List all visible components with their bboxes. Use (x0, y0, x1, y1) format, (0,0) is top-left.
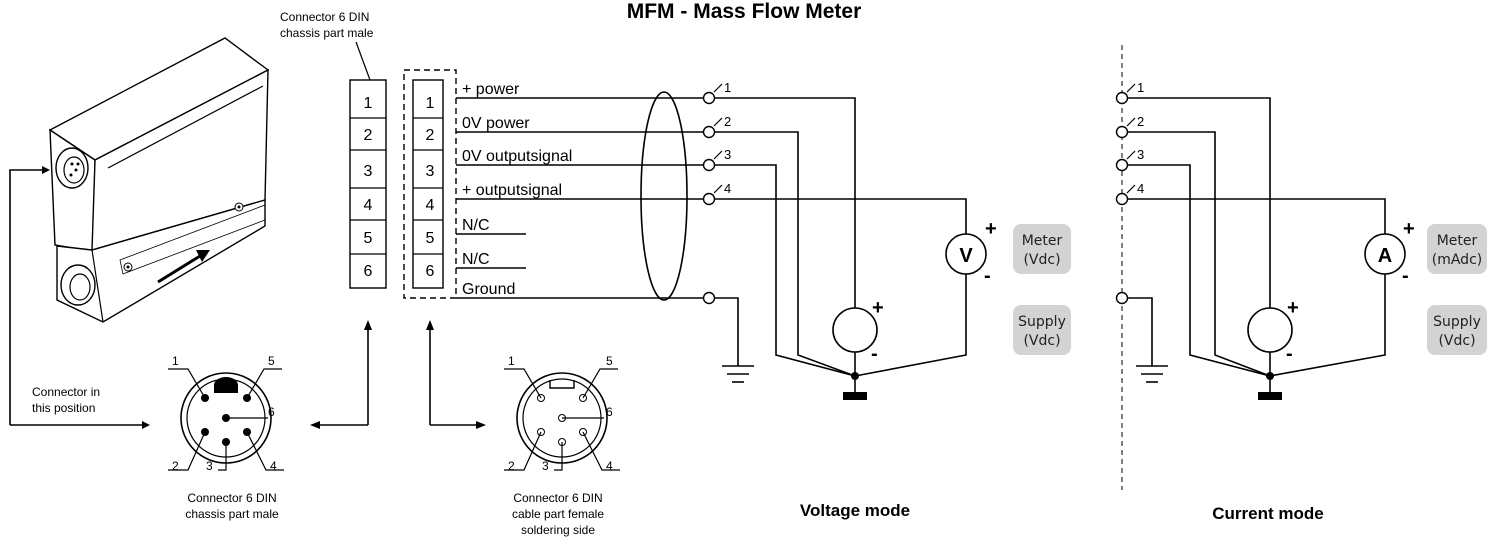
v-supply-minus: - (871, 343, 878, 365)
cable-pin-block: 1 2 3 4 5 6 (403, 69, 457, 299)
current-mode-circuit (1115, 83, 1406, 400)
a-terminal-3: 3 (1137, 147, 1144, 162)
male-connector-face (168, 368, 284, 471)
a-terminal-4: 4 (1137, 181, 1144, 196)
v-supply-badge-line1: Supply (1018, 314, 1066, 330)
v-meter-badge-line1: Meter (1022, 233, 1063, 249)
diagram-title: MFM - Mass Flow Meter (627, 0, 862, 23)
male-pin-label-3: 3 (206, 459, 213, 473)
block-pointer-arrows (310, 320, 486, 429)
female-pin-label-3: 3 (542, 459, 549, 473)
chassis-pin-4: 4 (364, 197, 373, 214)
a-meter-badge-line1: Meter (1437, 233, 1478, 249)
voltage-supply-badge: Supply (Vdc) (1013, 305, 1071, 355)
a-supply-badge-line1: Supply (1433, 314, 1481, 330)
cable-pin-3: 3 (426, 163, 435, 180)
v-terminal-1: 1 (724, 80, 731, 95)
female-pin-label-4: 4 (606, 459, 613, 473)
male-connector-caption-line1: Connector 6 DIN (187, 491, 276, 505)
cable-pin-6: 6 (426, 263, 435, 280)
voltage-meter-badge: Meter (Vdc) (1013, 224, 1071, 274)
male-pin-label-4: 4 (270, 459, 277, 473)
current-supply-badge: Supply (Vdc) (1427, 305, 1487, 355)
ammeter-minus: - (1402, 265, 1409, 287)
connector-top-label-line2: chassis part male (280, 26, 374, 40)
chassis-pin-6: 6 (364, 263, 373, 280)
a-terminal-2: 2 (1137, 114, 1144, 129)
female-connector-face (504, 368, 620, 471)
voltage-mode-label: Voltage mode (800, 501, 910, 520)
male-pin-label-2: 2 (172, 459, 179, 473)
a-supply-minus: - (1286, 343, 1293, 365)
voltmeter-symbol: V (959, 245, 973, 267)
cable-pin-4: 4 (426, 197, 435, 214)
current-meter-badge: Meter (mAdc) (1427, 224, 1487, 274)
signal-nc-6: N/C (462, 251, 490, 268)
signal-ground: Ground (462, 281, 515, 298)
male-pin-label-6: 6 (268, 405, 275, 419)
a-supply-badge-line2: (Vdc) (1438, 333, 1475, 349)
signal-power-0v: 0V power (462, 115, 530, 132)
female-pin-label-6: 6 (606, 405, 613, 419)
mfm-device-drawing (48, 37, 270, 323)
cable-pin-5: 5 (426, 230, 435, 247)
v-terminal-3: 3 (724, 147, 731, 162)
connector-position-pointer (9, 166, 150, 429)
chassis-pin-1: 1 (364, 95, 373, 112)
v-terminal-4: 4 (724, 181, 731, 196)
cable-shield (640, 91, 688, 301)
v-supply-badge-line2: (Vdc) (1023, 333, 1060, 349)
ammeter-plus: + (1403, 218, 1415, 240)
signal-nc-5: N/C (462, 217, 490, 234)
cable-pin-2: 2 (426, 127, 435, 144)
female-connector-caption-line3: soldering side (521, 523, 595, 537)
connector-position-label-line1: Connector in (32, 385, 100, 399)
female-connector-caption-line1: Connector 6 DIN (513, 491, 602, 505)
female-pin-label-5: 5 (606, 354, 613, 368)
male-pin-label-1: 1 (172, 354, 179, 368)
a-supply-plus: + (1287, 297, 1299, 319)
chassis-pin-3: 3 (364, 163, 373, 180)
male-pin-label-5: 5 (268, 354, 275, 368)
ammeter-symbol: A (1378, 245, 1392, 267)
v-meter-badge-line2: (Vdc) (1023, 252, 1060, 268)
signal-power-plus: + power (462, 81, 520, 98)
voltage-mode-circuit (702, 83, 987, 400)
chassis-pin-block: 1 2 3 4 5 6 (349, 79, 387, 289)
male-connector-caption-line2: chassis part male (185, 507, 279, 521)
a-terminal-1: 1 (1137, 80, 1144, 95)
chassis-pin-2: 2 (364, 127, 373, 144)
current-mode-label: Current mode (1212, 504, 1323, 523)
female-connector-caption-line2: cable part female (512, 507, 604, 521)
female-pin-label-2: 2 (508, 459, 515, 473)
chassis-pin-5: 5 (364, 230, 373, 247)
v-terminal-2: 2 (724, 114, 731, 129)
voltmeter-minus: - (984, 265, 991, 287)
signal-output-0v: 0V outputsignal (462, 148, 572, 165)
a-meter-badge-line2: (mAdc) (1432, 252, 1482, 268)
cable-pin-1: 1 (426, 95, 435, 112)
voltmeter-plus: + (985, 218, 997, 240)
connector-position-label-line2: this position (32, 401, 95, 415)
connector-top-label-line1: Connector 6 DIN (280, 10, 369, 24)
female-pin-label-1: 1 (508, 354, 515, 368)
signal-wires (456, 97, 706, 299)
v-supply-plus: + (872, 297, 884, 319)
signal-output-plus: + outputsignal (462, 182, 562, 199)
